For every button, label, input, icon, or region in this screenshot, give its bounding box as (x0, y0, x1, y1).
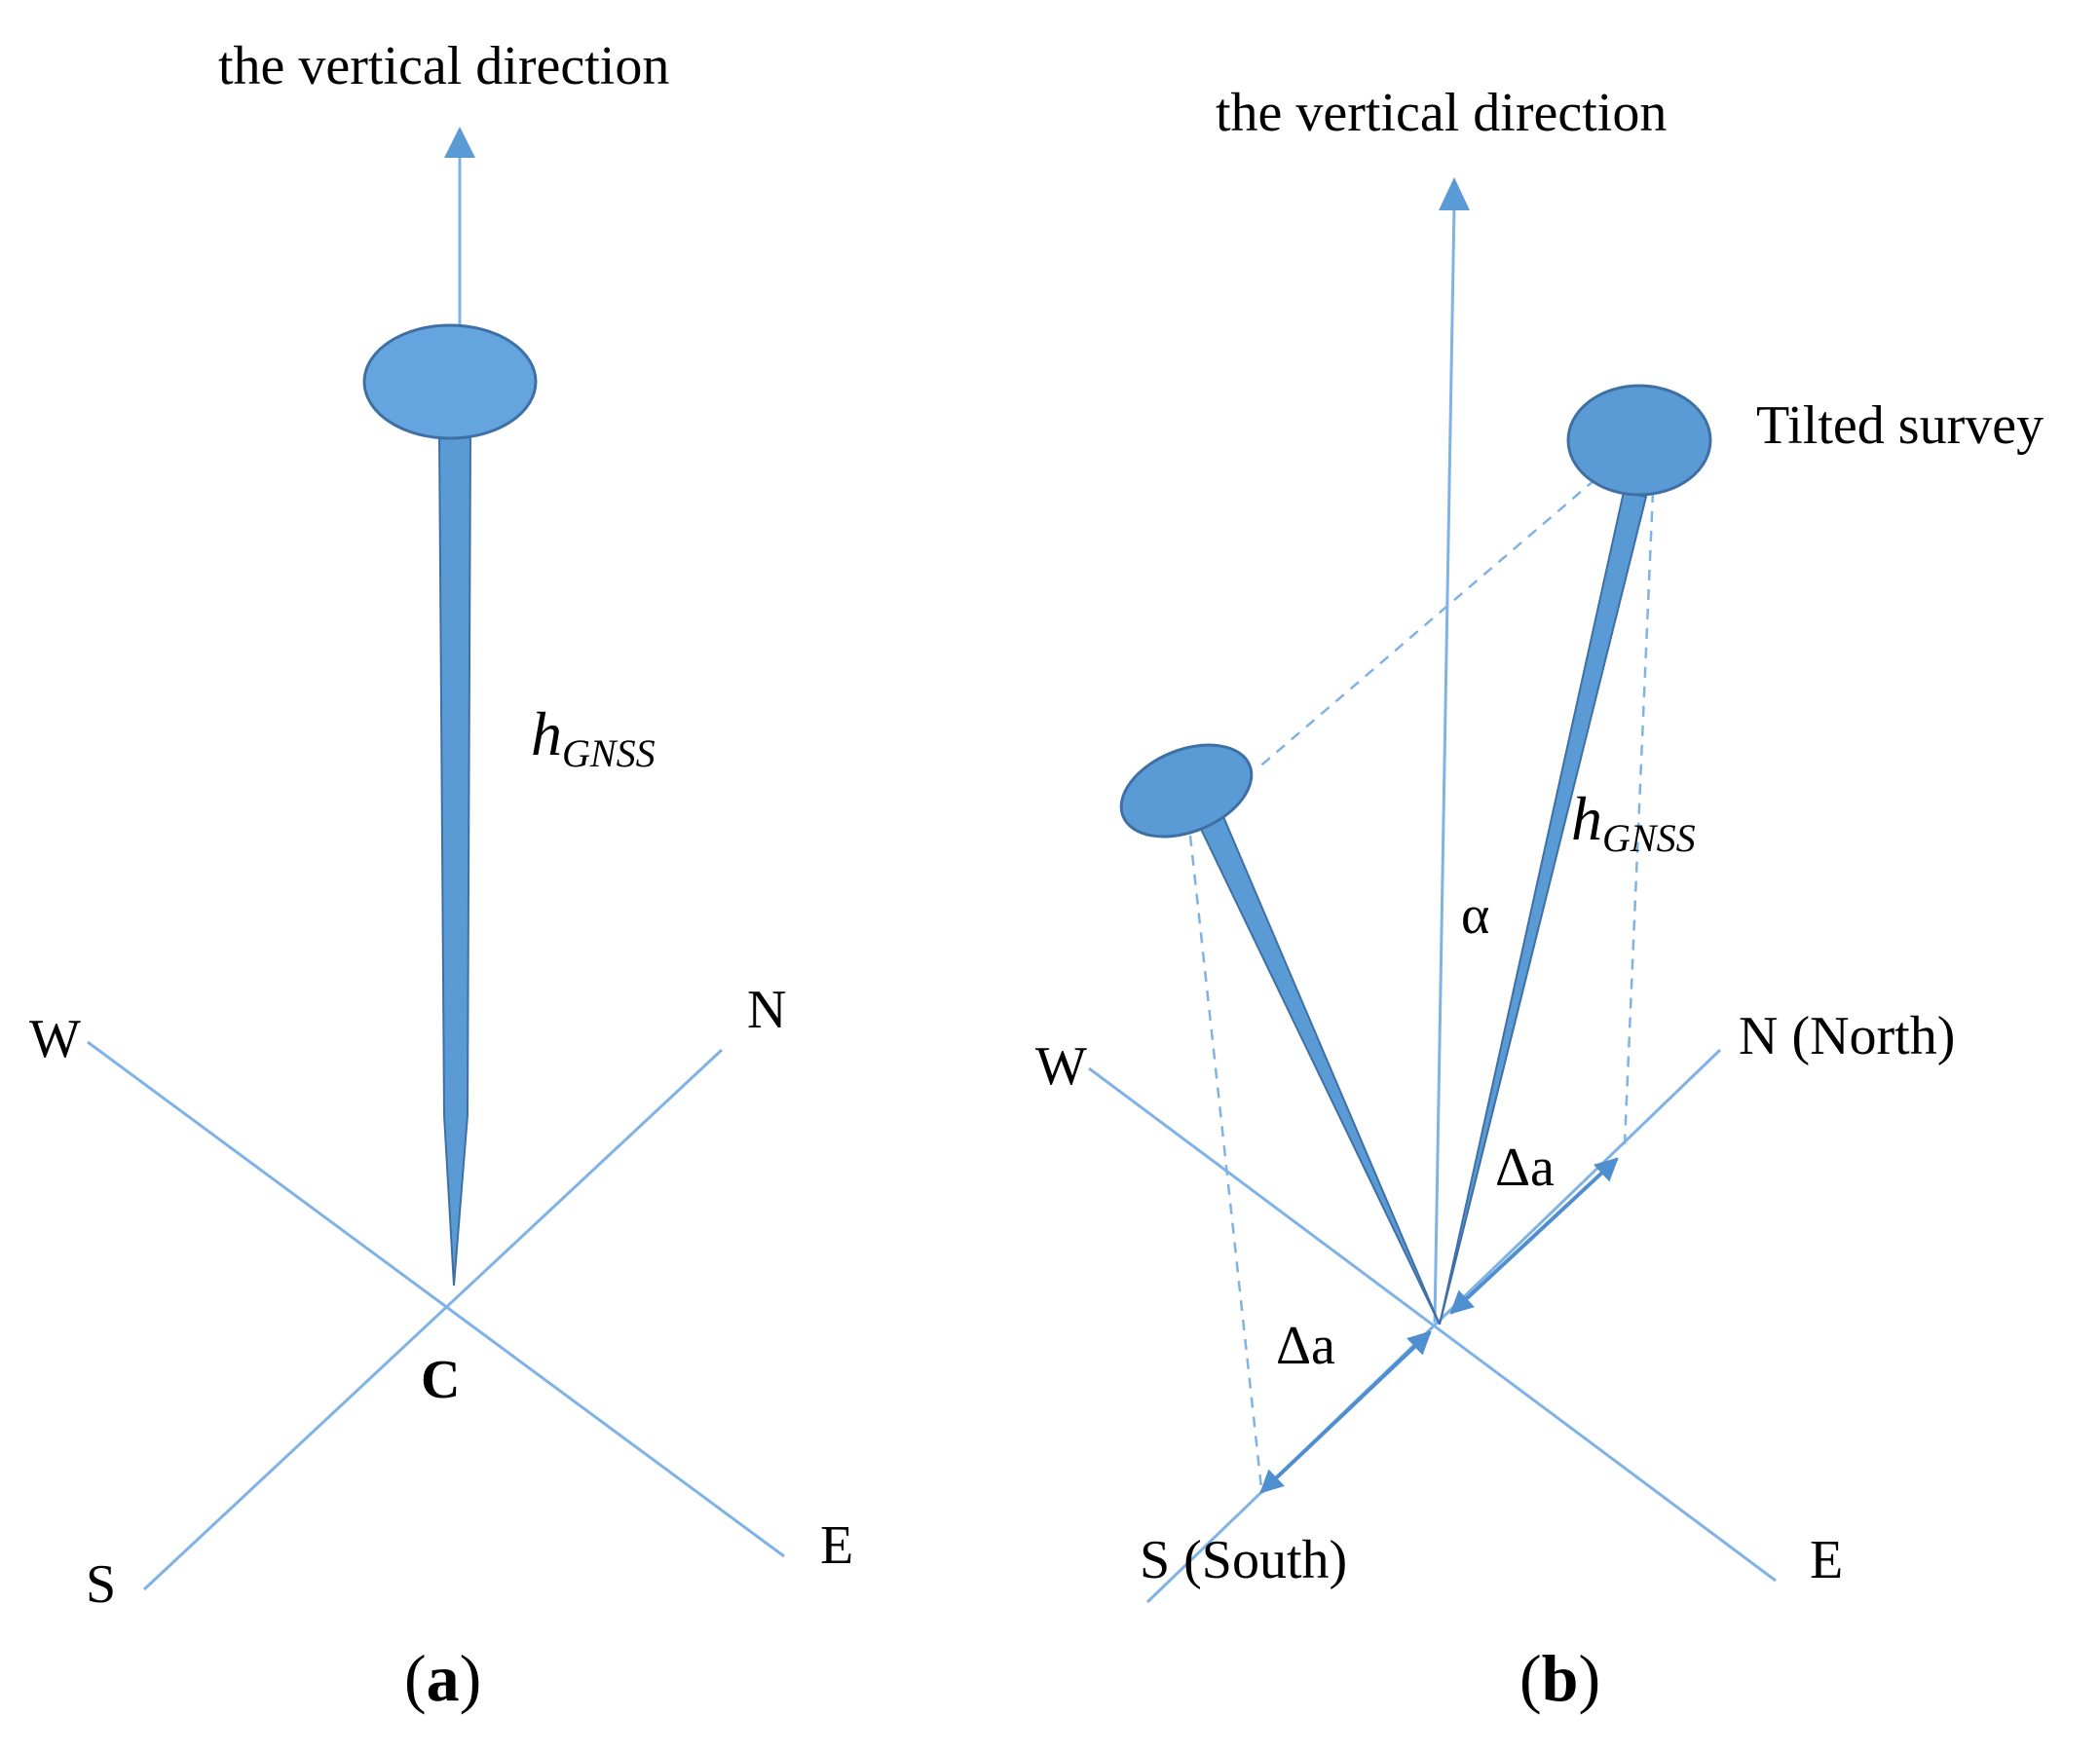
panel-b: the vertical direction Tilted survey hGN… (1035, 83, 2044, 1715)
vertical-arrow-head (1439, 177, 1470, 210)
compass-n: N (North) (1739, 1006, 1955, 1066)
tilted-antenna-right (1566, 384, 1712, 497)
panel-a: the vertical direction hGNSS W N S E C (… (29, 36, 853, 1715)
compass-e: E (1810, 1530, 1843, 1590)
projection-dashed-top (1256, 478, 1596, 770)
compass-w: W (1035, 1036, 1087, 1097)
vertical-direction-label: the vertical direction (218, 36, 669, 96)
vertical-arrow (1433, 204, 1456, 1324)
compass-n: N (747, 980, 786, 1040)
compass-s: S (86, 1554, 116, 1615)
compass-e: E (820, 1515, 853, 1576)
h-gnss-label: hGNSS (1571, 784, 1696, 860)
axis-w-e (1088, 1066, 1777, 1583)
tilted-antenna-left (1119, 743, 1254, 839)
axis-s-n (142, 1048, 724, 1591)
center-c-label: C (421, 1350, 460, 1410)
gnss-antenna (362, 323, 538, 440)
axis-s-n (1145, 1048, 1722, 1604)
projection-dashed-left (1188, 835, 1263, 1489)
delta-a-north-line (1449, 1157, 1619, 1315)
tilted-survey-label: Tilted survey (1756, 395, 2044, 456)
gnss-pole (437, 432, 472, 1287)
h-gnss-label: hGNSS (531, 699, 656, 775)
alpha-angle-label: α (1461, 885, 1489, 946)
delta-a-south-line (1259, 1330, 1432, 1494)
compass-s: S (South) (1140, 1530, 1347, 1590)
caption-b: (b) (1519, 1641, 1600, 1715)
delta-a-north-label: Δa (1495, 1138, 1555, 1198)
vertical-direction-label: the vertical direction (1216, 83, 1667, 143)
vertical-arrow-head (444, 127, 475, 158)
delta-a-south-label: Δa (1276, 1316, 1335, 1376)
axis-w-e (87, 1040, 785, 1558)
caption-a: (a) (404, 1641, 481, 1715)
compass-w: W (29, 1009, 81, 1069)
